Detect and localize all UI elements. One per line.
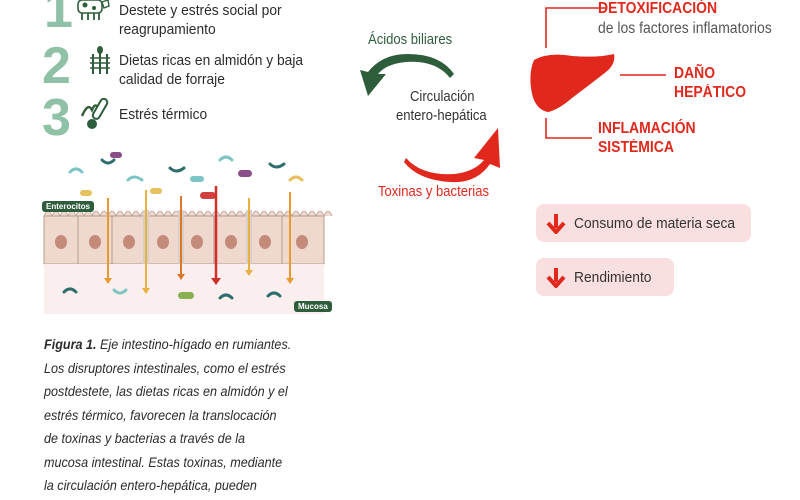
risk-text-1: Destete y estrés social por reagrupamien…: [119, 1, 282, 39]
effect-performance-label: Rendimiento: [574, 268, 652, 286]
cow-icon: [77, 0, 110, 20]
detox-connector-line: [545, 7, 606, 48]
inflammation-line2: SISTÉMICA: [598, 139, 674, 156]
risk-text-2-line2: calidad de forraje: [119, 71, 225, 88]
figure-label: Figura 1.: [44, 336, 97, 352]
caption-line-3: postdestete, las dietas ricas en almidón…: [44, 383, 288, 399]
caption-line-5: de toxinas y bacterias a través de la: [44, 430, 246, 446]
gut-illustration: Enterocitos Mucosa: [40, 140, 340, 315]
damage-line1: DAÑO: [674, 65, 716, 82]
toxins-arrow: [404, 128, 500, 183]
circulation-line2: entero-hepática: [396, 108, 487, 124]
bile-acids-arrow: [360, 54, 454, 96]
liver-icon: [530, 54, 615, 112]
toxins-label: Toxinas y bacterias: [378, 184, 489, 200]
arrow-down-icon: [546, 268, 566, 288]
enterocytes-label: Enterocitos: [42, 201, 95, 212]
detox-title: DETOXIFICACIÓN: [598, 0, 718, 17]
risk-number-1: 1: [44, 0, 73, 39]
effect-performance: Rendimiento: [536, 258, 674, 296]
caption-line-1-text: Eje intestino-hígado en rumiantes.: [100, 336, 292, 352]
thermometer-icon: [80, 97, 109, 129]
risk-text-1-line2: reagrupamiento: [119, 21, 216, 38]
risk-number-3: 3: [42, 89, 71, 147]
bile-acids-label: Ácidos biliares: [368, 32, 453, 48]
caption-line-4: estrés térmico, favorecen la translocaci…: [44, 406, 277, 423]
inflammation-connector-line: [545, 118, 592, 139]
risk-text-2-line1: Dietas ricas en almidón y baja: [119, 52, 304, 69]
effect-dry-matter-label: Consumo de materia seca: [574, 214, 736, 232]
intestinal-mucosa-graphic: [43, 152, 333, 314]
caption-line-1: Figura 1. Eje intestino-hígado en rumian…: [44, 333, 296, 357]
inflammation-line1: INFLAMACIÓN: [598, 120, 696, 137]
damage-connector-line: [620, 74, 666, 76]
figure-caption: Figura 1. Eje intestino-hígado en rumian…: [44, 333, 296, 498]
mucosa-label: Mucosa: [294, 301, 332, 312]
effect-dry-matter-intake: Consumo de materia seca: [536, 204, 751, 242]
caption-line-2: Los disruptores intestinales, como el es…: [44, 359, 286, 376]
risk-text-3: Estrés térmico: [119, 106, 208, 123]
risk-text-1-line1: Destete y estrés social por: [119, 2, 282, 19]
arrow-down-icon: [546, 214, 566, 234]
risk-number-2: 2: [42, 37, 71, 95]
bacteria-lumen: [68, 152, 304, 199]
caption-line-6: mucosa intestinal. Estas toxinas, median…: [44, 453, 283, 470]
grain-icon: [90, 46, 110, 74]
damage-line2: HEPÁTICO: [674, 84, 747, 101]
risk-text-2: Dietas ricas en almidón y baja calidad d…: [119, 51, 303, 89]
caption-line-7: la circulación entero-hepática, pueden: [44, 477, 257, 493]
circulation-line1: Circulación: [410, 89, 475, 105]
detox-subtitle: de los factores inflamatorios: [598, 20, 772, 37]
